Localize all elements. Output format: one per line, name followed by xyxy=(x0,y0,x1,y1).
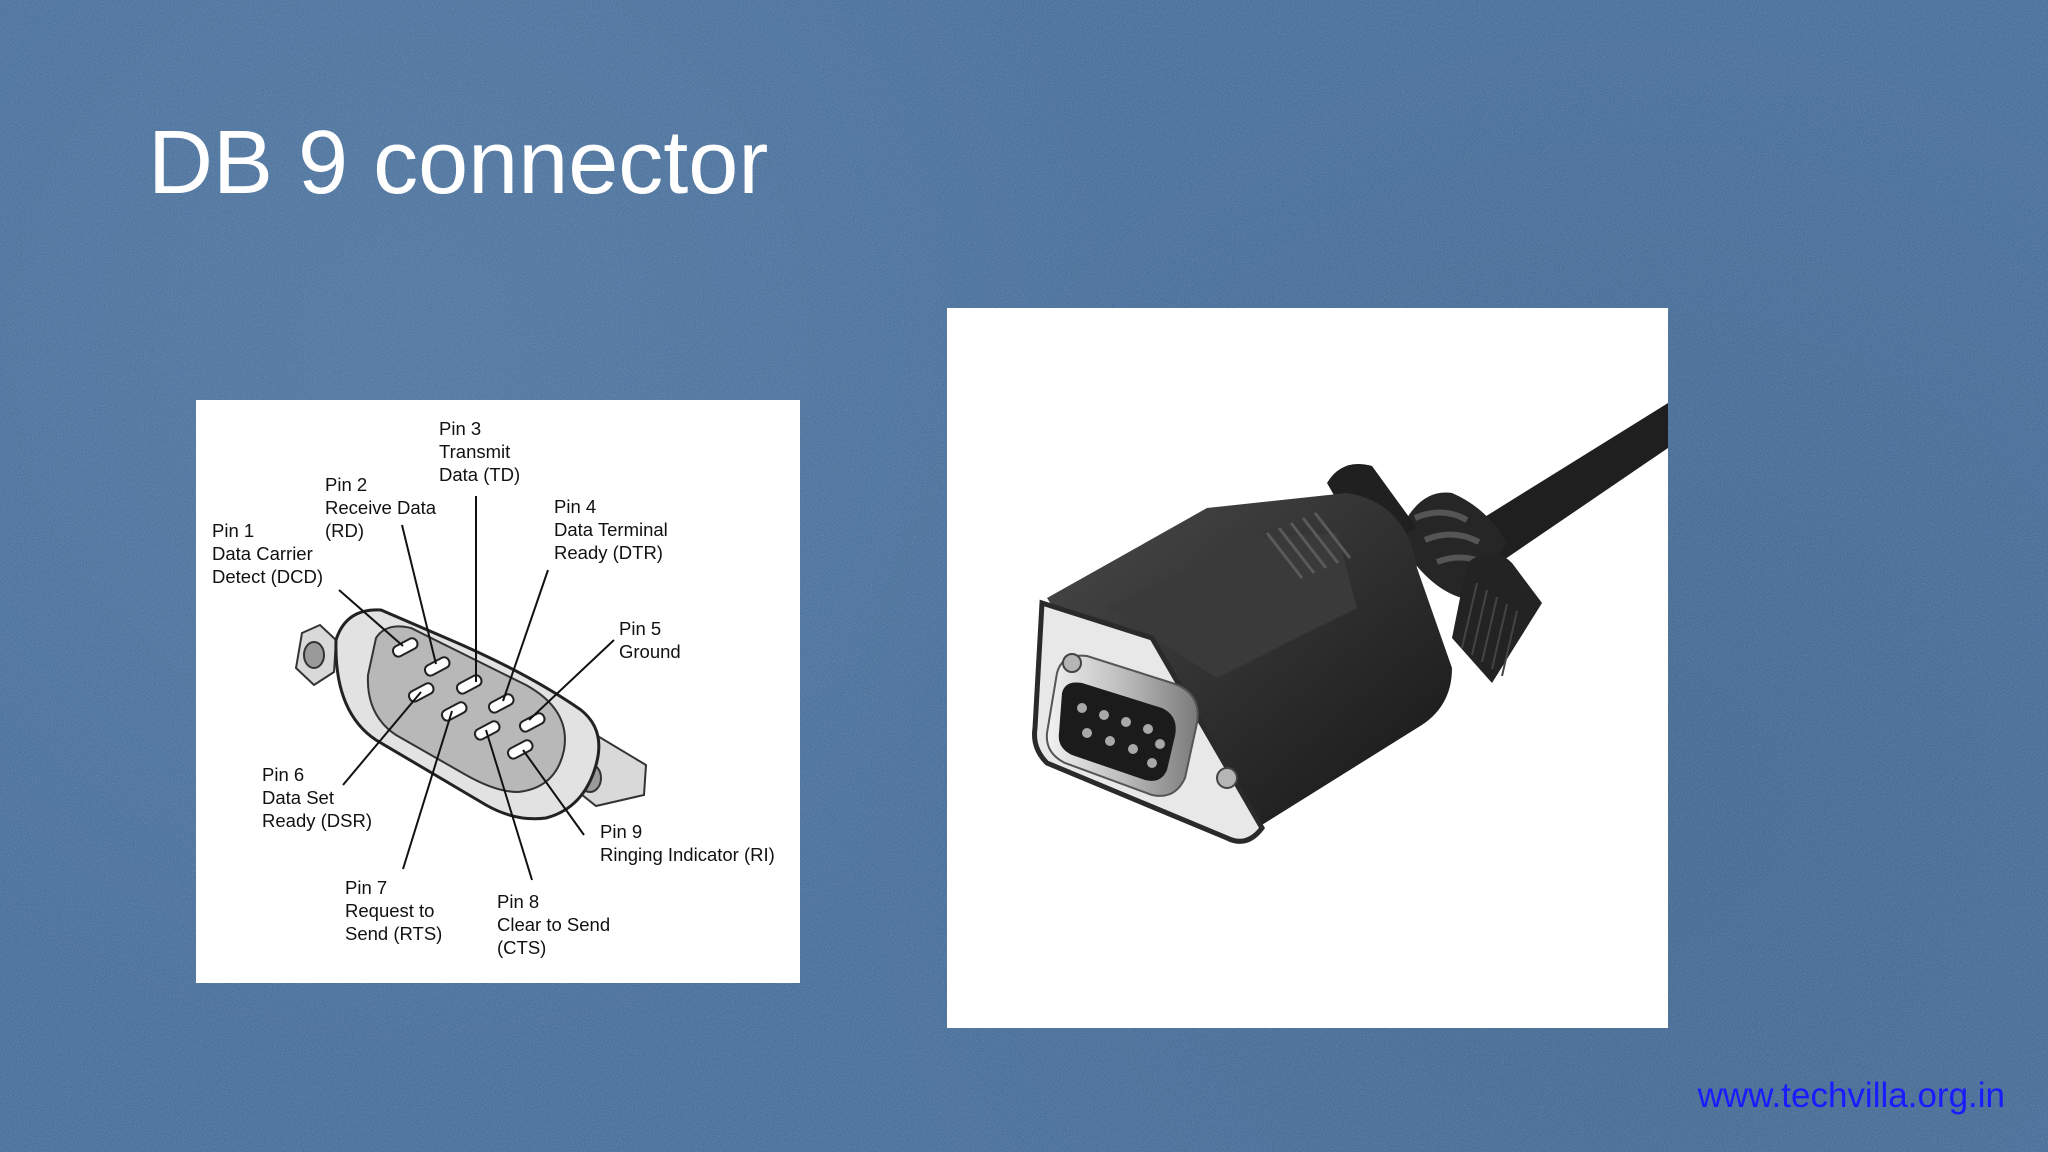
pin-8-label: Pin 8 Clear to Send (CTS) xyxy=(497,891,611,958)
connector-pins xyxy=(1077,703,1165,768)
thumbscrew-ridges xyxy=(1461,582,1518,677)
cable xyxy=(1467,403,1668,568)
pin-2-label: Pin 2 Receive Data (RD) xyxy=(325,474,437,541)
bottom-thumbscrew xyxy=(1452,553,1542,683)
pin-6-label: Pin 6 Data Set Ready (DSR) xyxy=(262,764,372,831)
pin-insert xyxy=(1058,682,1176,781)
db9-connector-diagram-icon xyxy=(294,496,648,881)
db9-cable-connector-icon xyxy=(1032,403,1668,844)
left-mounting-hex xyxy=(294,623,338,687)
footer-website-link[interactable]: www.techvilla.org.in xyxy=(1697,1076,2005,1115)
grip-ridges xyxy=(1265,512,1352,579)
pinout-diagram: Pin 1 Data Carrier Detect (DCD) Pin 2 Re… xyxy=(196,400,800,983)
pin-5-label: Pin 5 Ground xyxy=(619,618,681,662)
connector-photo xyxy=(947,308,1668,1028)
pin-1-label: Pin 1 Data Carrier Detect (DCD) xyxy=(212,520,324,587)
pin-9-label: Pin 9 Ringing Indicator (RI) xyxy=(600,821,775,865)
slide-title: DB 9 connector xyxy=(148,113,769,213)
pin-4-label: Pin 4 Data Terminal Ready (DTR) xyxy=(554,496,668,563)
pin-7-label: Pin 7 Request to Send (RTS) xyxy=(345,877,443,944)
bottom-row-pins xyxy=(407,682,534,760)
pin-3-label: Pin 3 Transmit Data (TD) xyxy=(439,418,521,485)
side-screws xyxy=(1062,653,1238,789)
pin-leader-lines xyxy=(338,496,615,881)
